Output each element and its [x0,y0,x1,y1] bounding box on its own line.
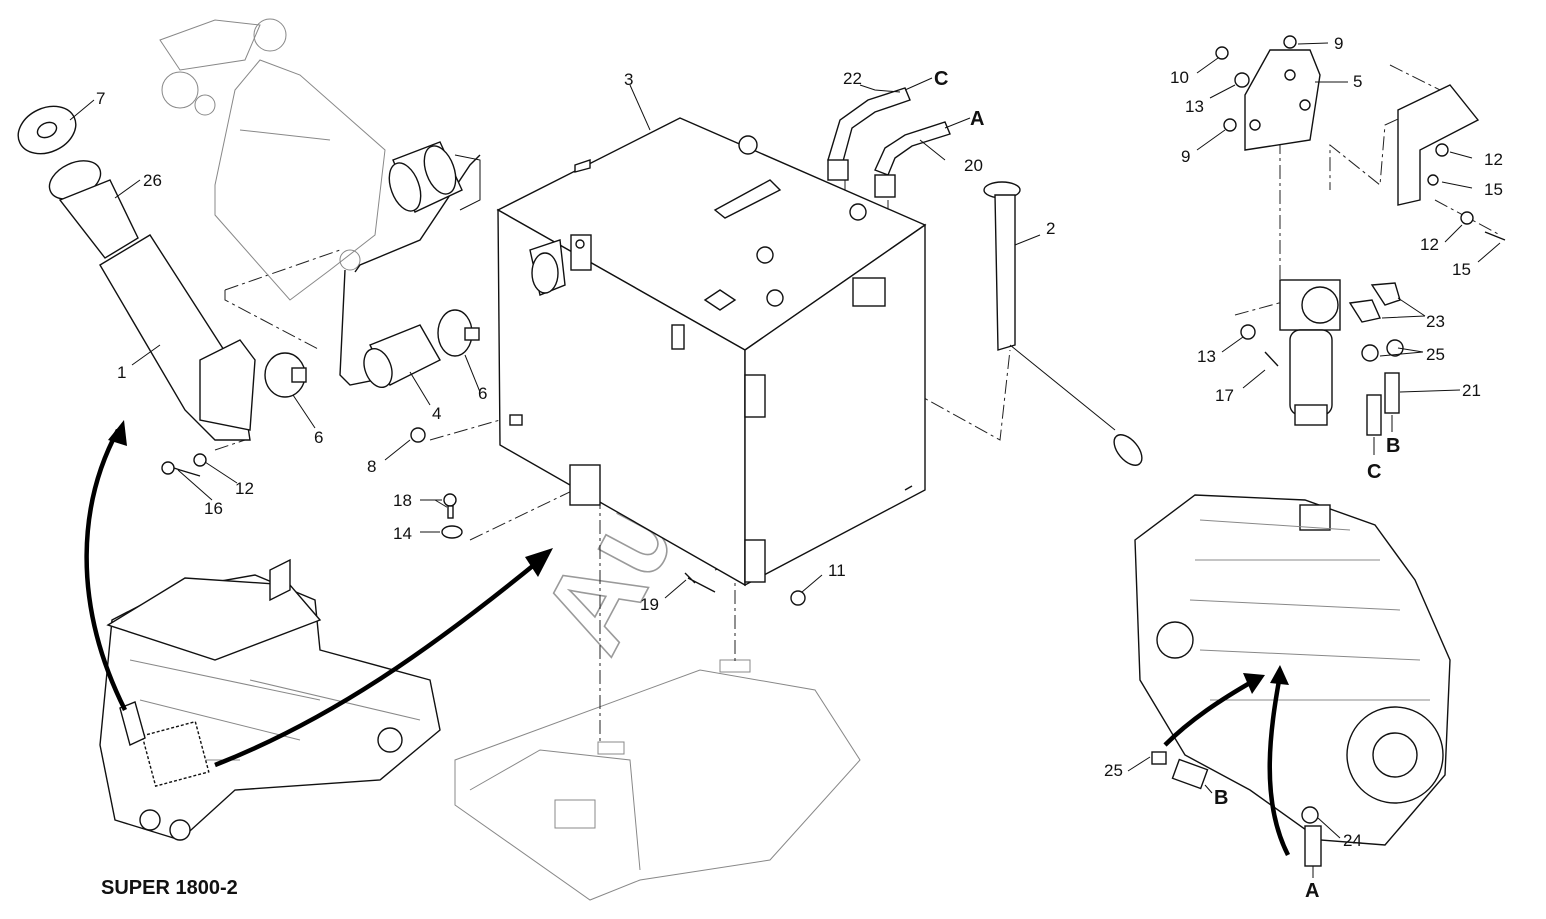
connector-a-engine: A [1305,880,1319,902]
washer-13a [1234,72,1250,88]
callout-9a: 9 [1334,34,1343,53]
mounting-bracket [159,18,386,301]
connector-pointers [904,77,1393,878]
nut-10 [1215,46,1229,60]
callout-7: 7 [96,89,105,108]
connector-a-top: A [970,108,984,130]
elbow-23a [1370,282,1401,306]
clamp-25b [1386,339,1404,357]
paver-cab-roof [106,577,322,661]
bracket-5 [1244,49,1321,151]
callout-20: 20 [964,156,983,175]
callout-23: 23 [1426,312,1445,331]
mount-plate [1397,84,1480,206]
callout-24: 24 [1343,831,1362,850]
leader-lines [69,42,1501,839]
clamp-24 [1301,806,1319,824]
callout-labels: 7 26 1 6 12 16 3 22 20 2 4 6 8 18 14 19 … [96,34,1503,850]
callout-15a: 15 [1484,180,1503,199]
callout-17: 17 [1215,386,1234,405]
clamp-25a [1361,344,1379,362]
bolt-18 [443,493,457,507]
filler-neck-assembly [17,105,307,477]
nut-9b [1223,118,1237,132]
callout-6a: 6 [314,428,323,447]
callout-3: 3 [624,70,633,89]
hose-21 [1384,372,1400,414]
connector-b-engine: B [1214,787,1228,809]
connector-labels: C A B C B A [934,68,1400,902]
fuel-filter [1240,279,1404,436]
arrow-engine-b [1163,678,1257,747]
callout-26: 26 [143,171,162,190]
callout-15b: 15 [1452,260,1471,279]
callout-9b: 9 [1181,147,1190,166]
clamp-25c [1151,751,1167,765]
callout-6b: 6 [478,384,487,403]
callout-19: 19 [640,595,659,614]
callout-21: 21 [1462,381,1481,400]
washer-12a [1435,143,1449,157]
bolt-19 [684,572,716,593]
callout-14: 14 [393,524,412,543]
hose-loop [339,154,481,386]
level-sender [983,181,1143,466]
callout-5: 5 [1353,72,1362,91]
callout-8: 8 [367,457,376,476]
float [1113,434,1143,466]
callout-25b: 25 [1104,761,1123,780]
nut-8 [410,427,426,443]
connector-c-filter: C [1367,461,1381,483]
bolt-17 [1264,351,1279,367]
callout-4: 4 [432,404,441,423]
washer-12b [1460,211,1474,225]
callout-18: 18 [393,491,412,510]
filter-bracket [1215,35,1506,241]
connector-c-top: C [934,68,948,90]
connector-b-filter: B [1386,435,1400,457]
callout-12b: 12 [1484,150,1503,169]
callout-10: 10 [1170,68,1189,87]
paver-machine [99,558,441,841]
bolt-15b [1484,231,1506,241]
callout-13b: 13 [1197,347,1216,366]
nut-11 [790,590,806,606]
fasteners [410,427,806,606]
upper-neck-tube [58,179,139,259]
washer-13b [1240,324,1256,340]
elbow-23b [1348,299,1381,323]
return-fitting-22 [827,87,911,181]
callout-12c: 12 [1420,235,1439,254]
callout-11: 11 [828,561,846,580]
locator-arrows [84,420,1291,857]
floor-plate [454,659,861,901]
tank-right-face [744,223,926,587]
callout-22: 22 [843,69,862,88]
callout-16: 16 [204,499,223,518]
fuel-tank [496,117,927,587]
nut-9a [1283,35,1297,49]
washer-14 [441,525,463,539]
arrow-to-tank [214,558,542,768]
arrow-to-filler-neck [84,428,128,712]
callout-1: 1 [117,363,126,382]
callout-13a: 13 [1185,97,1204,116]
bolt-15a [1427,174,1439,186]
callout-2: 2 [1046,219,1055,238]
hose-a [1304,825,1322,867]
callout-12a: 12 [235,479,254,498]
hose-b [1171,758,1209,790]
model-title: SUPER 1800-2 [101,877,238,899]
tank-highlight [141,720,210,787]
supply-fitting-20 [874,121,951,198]
callout-25a: 25 [1426,345,1445,364]
arrow-engine-a [1267,674,1291,857]
hose-assembly [339,141,481,389]
engine [1134,494,1451,867]
